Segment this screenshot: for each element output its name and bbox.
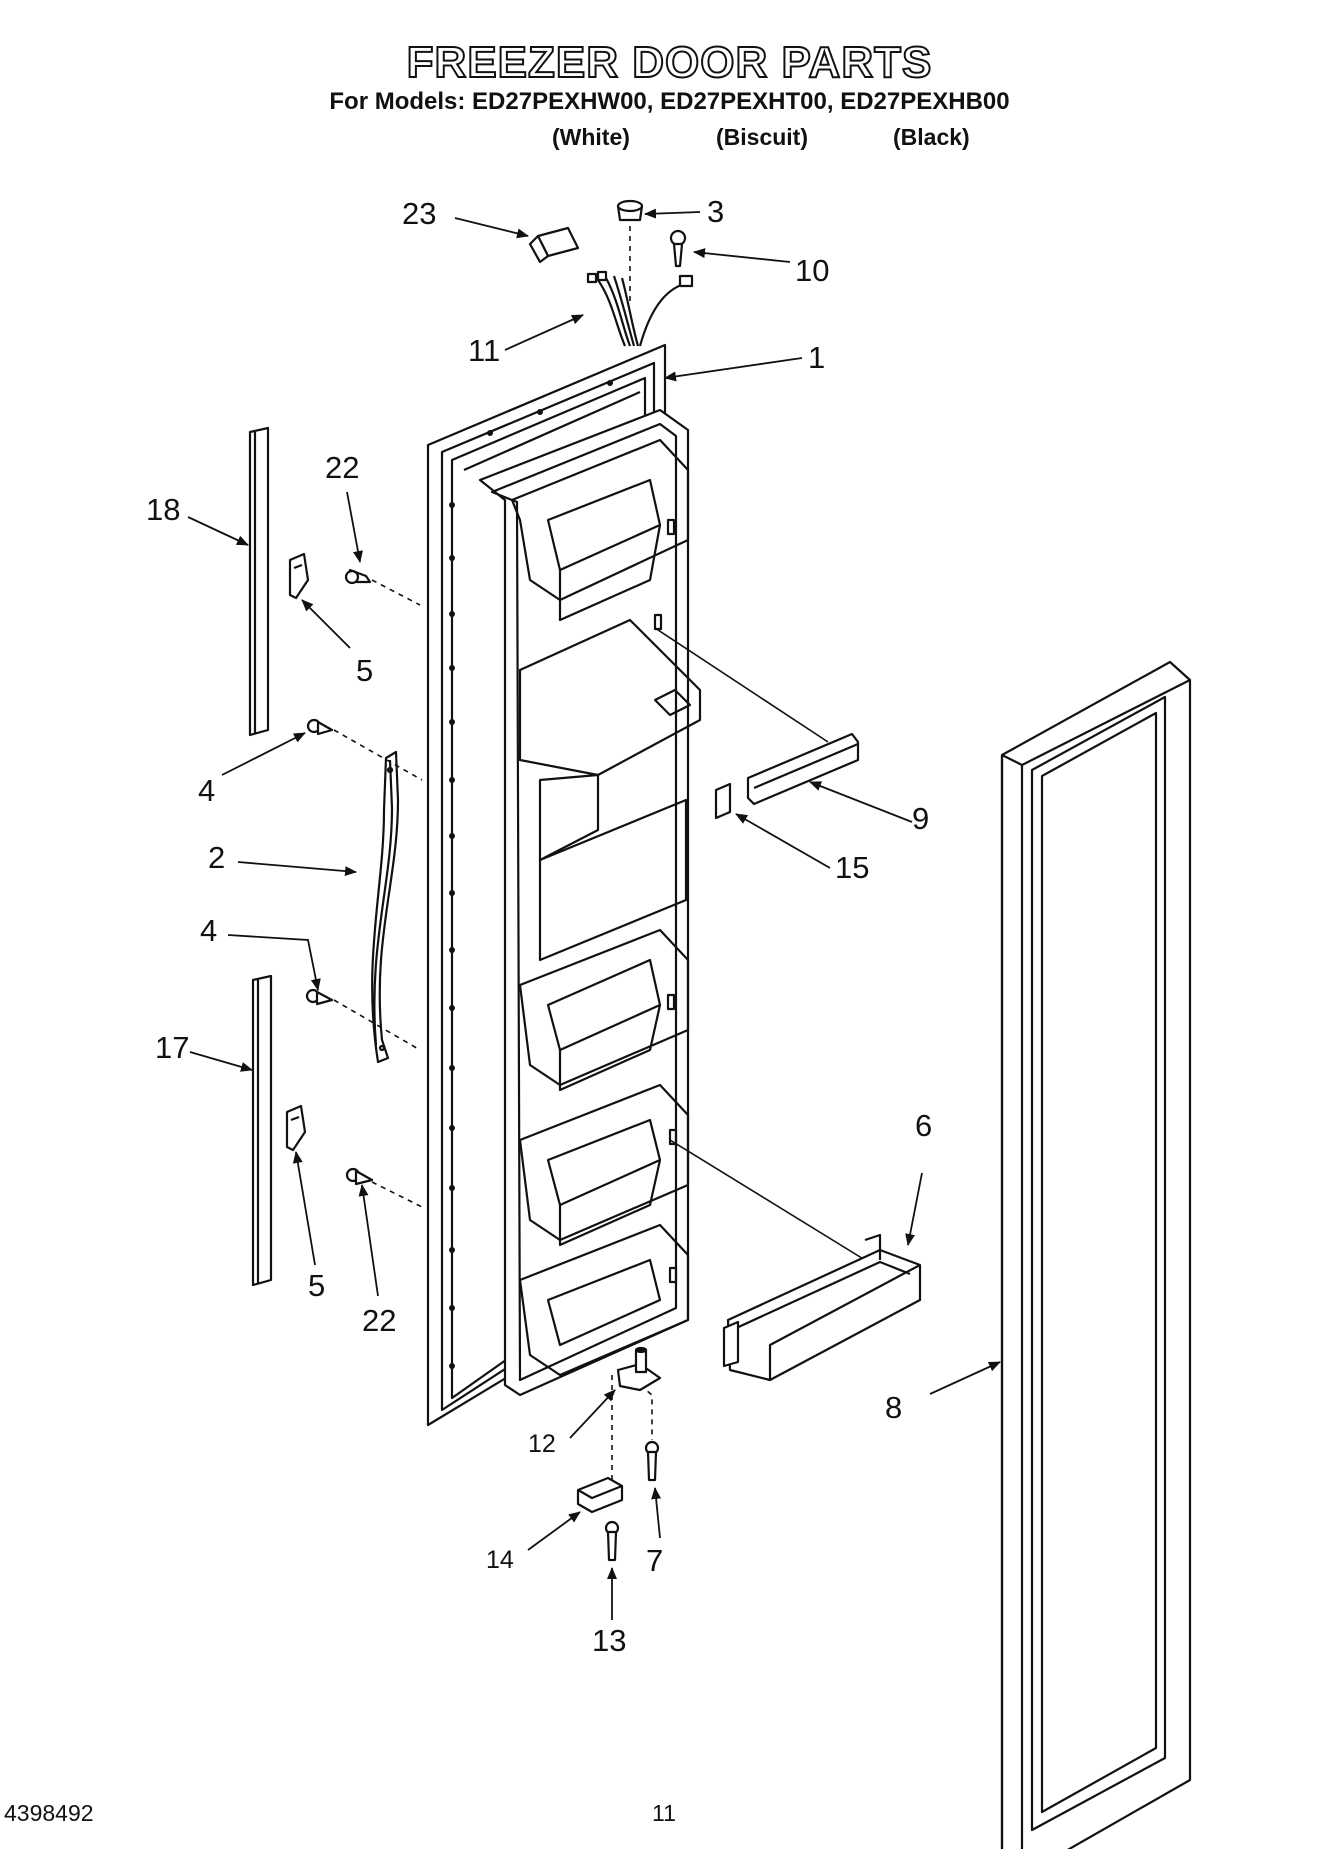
- document-number: 4398492: [4, 1800, 94, 1826]
- page-number: 11: [652, 1800, 676, 1826]
- callout-9: 9: [912, 801, 930, 836]
- callout-7: 7: [646, 1543, 664, 1578]
- callout-4-lower: 4: [200, 913, 218, 948]
- callout-23: 23: [402, 196, 437, 231]
- door-bin-6: [722, 1233, 922, 1382]
- callout-13: 13: [592, 1623, 627, 1658]
- callout-10: 10: [795, 253, 830, 288]
- screw-10: [669, 229, 687, 268]
- callout-17: 17: [155, 1030, 190, 1065]
- alignment-lines: [333, 226, 653, 1480]
- callout-6: 6: [915, 1108, 933, 1143]
- callout-11: 11: [468, 333, 501, 368]
- callout-4-upper: 4: [198, 773, 216, 808]
- trim-strip-18: [248, 426, 270, 737]
- callout-22-lower: 22: [362, 1303, 397, 1338]
- bracket-15: [714, 782, 732, 820]
- callout-22-upper: 22: [325, 450, 360, 485]
- rail-9: [746, 732, 860, 806]
- variant-black: (Black): [893, 124, 970, 150]
- callout-3: 3: [707, 194, 725, 229]
- door-liner: [478, 408, 702, 1397]
- variant-biscuit: (Biscuit): [716, 124, 808, 150]
- screw-4-upper: [306, 718, 334, 736]
- callout-12: 12: [528, 1430, 556, 1458]
- door-handle: [371, 750, 400, 1064]
- screw-4-lower: [305, 988, 334, 1006]
- hinge-12: [616, 1346, 662, 1392]
- callout-5-upper: 5: [356, 653, 374, 688]
- page-title: FREEZER DOOR PARTS: [406, 37, 933, 88]
- callout-18: 18: [146, 492, 181, 527]
- callout-15: 15: [835, 850, 870, 885]
- trim-strip-17: [251, 974, 273, 1287]
- models-line: For Models: ED27PEXHW00, ED27PEXHT00, ED…: [329, 88, 1010, 115]
- screw-13: [604, 1520, 620, 1562]
- callout-8: 8: [885, 1390, 903, 1425]
- callout-14: 14: [486, 1546, 514, 1574]
- screw-22-upper: [344, 568, 372, 585]
- screw-7: [644, 1440, 660, 1482]
- screw-22-lower: [345, 1167, 374, 1186]
- plug-3: [616, 199, 644, 222]
- callout-5-lower: 5: [308, 1268, 326, 1303]
- wire-harness-11: [586, 270, 694, 347]
- wire-connector-23: [528, 226, 580, 264]
- door-gasket: [1000, 660, 1192, 1849]
- clip-5-upper: [288, 552, 310, 600]
- leader-9: [654, 627, 866, 1261]
- clip-5-lower: [285, 1104, 307, 1152]
- callout-arrows: [187, 208, 1001, 1620]
- callout-1: 1: [808, 340, 826, 375]
- callout-2: 2: [208, 840, 226, 875]
- variant-white: (White): [552, 124, 630, 150]
- hinge-block-14: [576, 1476, 624, 1514]
